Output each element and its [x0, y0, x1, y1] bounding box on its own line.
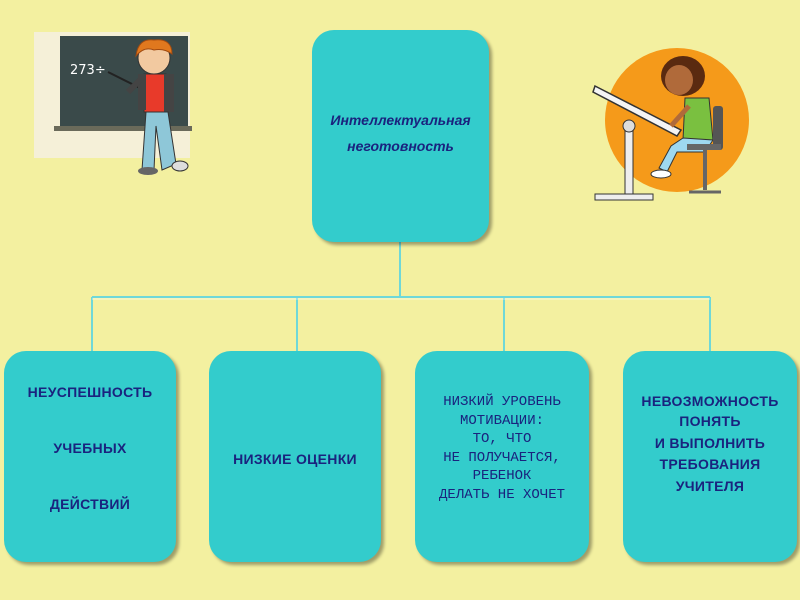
student-at-desk-illustration: [592, 48, 749, 201]
child-line: УЧЕБНЫХ: [53, 440, 127, 456]
child-line: ДЕЛАТЬ НЕ ХОЧЕТ: [438, 486, 566, 503]
root-line: неготовность: [347, 138, 454, 154]
child-line: ТРЕБОВАНИЯ: [659, 456, 761, 472]
child-node-box-unsuccessful-actions: НЕУСПЕШНОСТЬ УЧЕБНЫХ ДЕЙСТВИЙ: [4, 351, 176, 562]
child-node-box-inability-to-understand: НЕВОЗМОЖНОСТЬ ПОНЯТЬ И ВЫПОЛНИТЬ ТРЕБОВА…: [623, 351, 797, 562]
child-line: УЧИТЕЛЯ: [675, 478, 745, 494]
child-node-box-low-grades: НИЗКИЕ ОЦЕНКИ: [209, 351, 381, 562]
child-line: ТО, ЧТО: [472, 431, 532, 447]
child-line: НЕВОЗМОЖНОСТЬ: [641, 393, 779, 409]
child-line: НИЗКИЙ УРОВЕНЬ: [443, 394, 561, 410]
child-line: НЕ ПОЛУЧАЕТСЯ,: [443, 449, 561, 466]
child-line: И ВЫПОЛНИТЬ: [654, 435, 766, 451]
root-node-text: Интеллектуальная неготовность: [330, 107, 470, 159]
teacher-at-blackboard-illustration: 273÷: [34, 32, 192, 175]
child-line: ПОНЯТЬ: [679, 413, 741, 429]
blackboard-text: 273÷: [70, 63, 106, 78]
child-node-box-low-motivation: НИЗКИЙ УРОВЕНЬ МОТИВАЦИИ: ТО, ЧТО НЕ ПОЛ…: [415, 351, 589, 562]
child-line: НЕУСПЕШНОСТЬ: [27, 384, 153, 400]
child-line: МОТИВАЦИИ:: [459, 412, 544, 429]
child-line: ДЕЙСТВИЙ: [49, 496, 131, 512]
root-node-box: Интеллектуальная неготовность: [312, 30, 489, 242]
child-line: РЕБЕНОК: [472, 468, 532, 484]
root-line: Интеллектуальная: [330, 112, 471, 128]
child-line: НИЗКИЕ ОЦЕНКИ: [233, 451, 357, 467]
